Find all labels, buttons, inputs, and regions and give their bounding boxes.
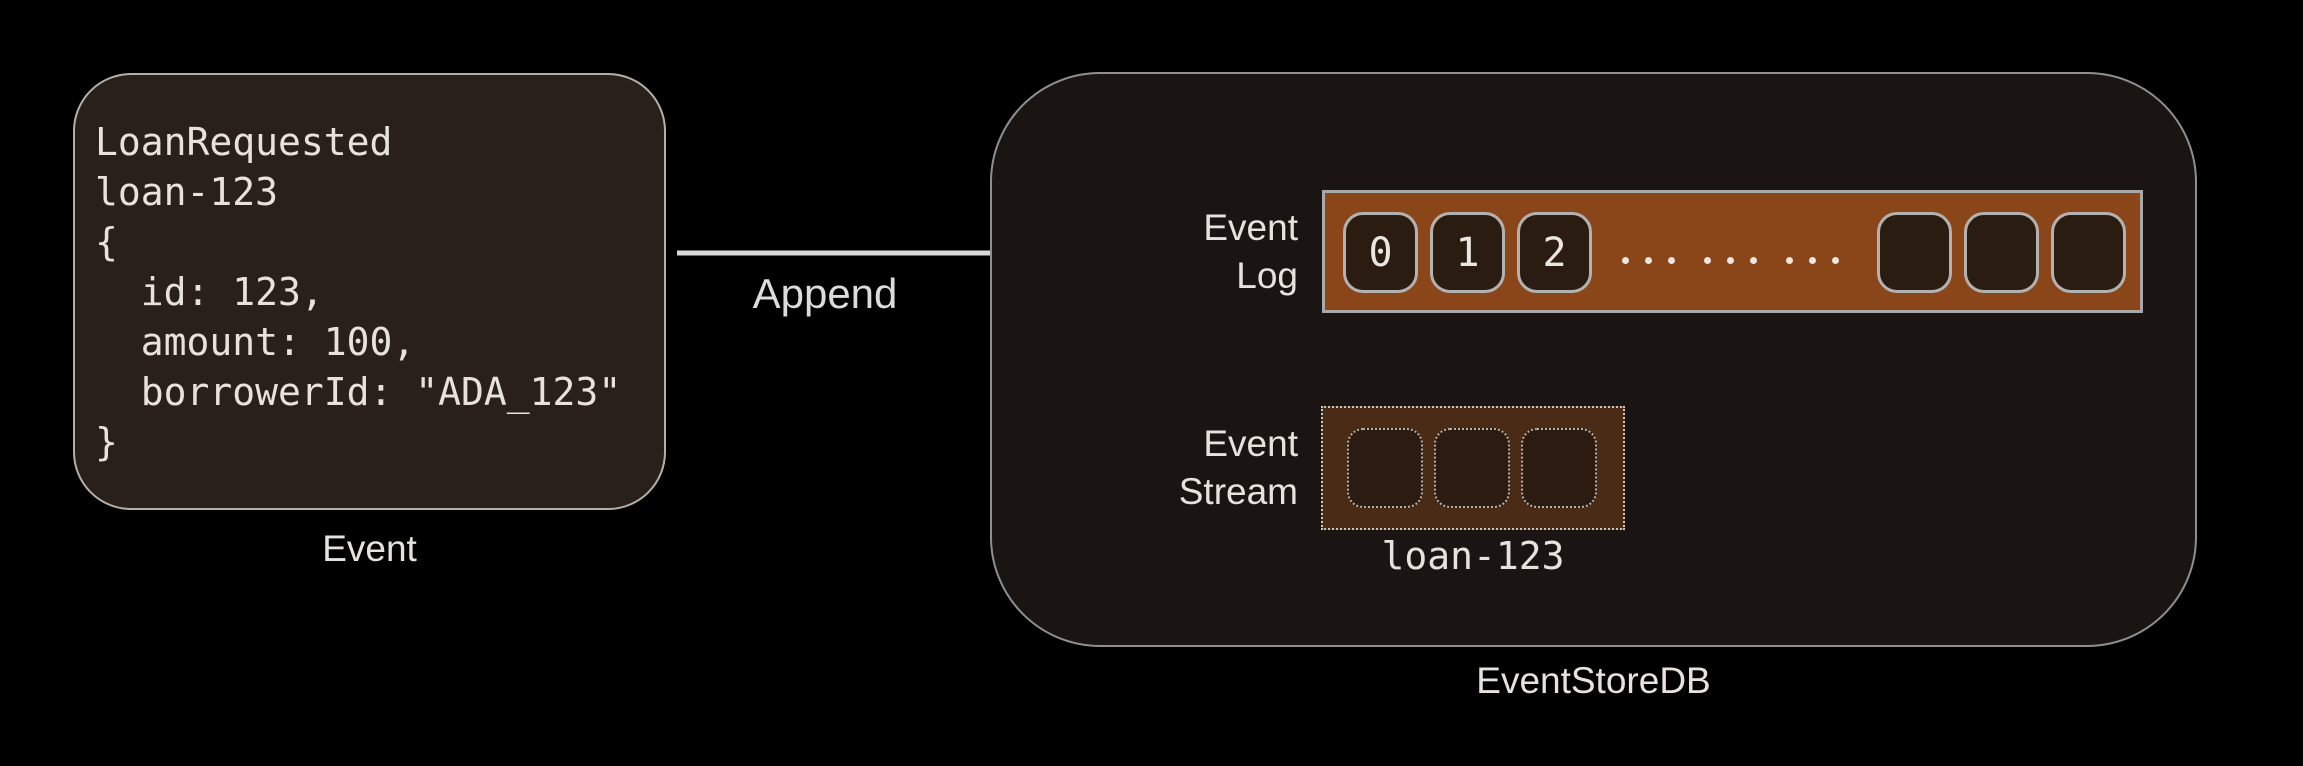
stream-cell (1521, 428, 1597, 508)
ellipsis-dot (1832, 257, 1839, 264)
stream-name-label: loan-123 (1381, 534, 1565, 578)
append-label: Append (752, 270, 898, 317)
log-cell-numbered: 0 (1343, 212, 1418, 293)
ellipsis-group (1786, 257, 1839, 264)
event-card-caption: Event (322, 528, 417, 569)
event-stream-box (1321, 406, 1625, 530)
log-cell-numbered: 1 (1430, 212, 1505, 293)
event-log-ellipsis (1622, 257, 1839, 264)
event-log-empty-cells (1877, 212, 2126, 293)
log-cell-empty (1877, 212, 1952, 293)
event-code: LoanRequested loan-123 { id: 123, amount… (95, 120, 622, 464)
ellipsis-dot (1668, 257, 1675, 264)
event-stream-label-line1: Event (1203, 423, 1298, 464)
event-stream-label: Event Stream (1060, 420, 1298, 516)
ellipsis-dot (1645, 257, 1652, 264)
stream-cell (1347, 428, 1423, 508)
ellipsis-dot (1786, 257, 1793, 264)
ellipsis-group (1704, 257, 1757, 264)
event-log-label: Event Log (1080, 204, 1298, 300)
ellipsis-dot (1809, 257, 1816, 264)
event-stream-label-line2: Stream (1178, 471, 1298, 512)
ellipsis-dot (1727, 257, 1734, 264)
ellipsis-group (1622, 257, 1675, 264)
ellipsis-dot (1704, 257, 1711, 264)
log-cell-numbered: 2 (1517, 212, 1592, 293)
ellipsis-dot (1622, 257, 1629, 264)
ellipsis-dot (1750, 257, 1757, 264)
log-cell-empty (2051, 212, 2126, 293)
eventstore-caption: EventStoreDB (1476, 660, 1711, 701)
event-log-label-line1: Event (1203, 207, 1298, 248)
event-card: LoanRequested loan-123 { id: 123, amount… (73, 73, 666, 510)
log-cell-empty (1964, 212, 2039, 293)
stream-cell (1434, 428, 1510, 508)
event-log-label-line2: Log (1236, 255, 1298, 296)
